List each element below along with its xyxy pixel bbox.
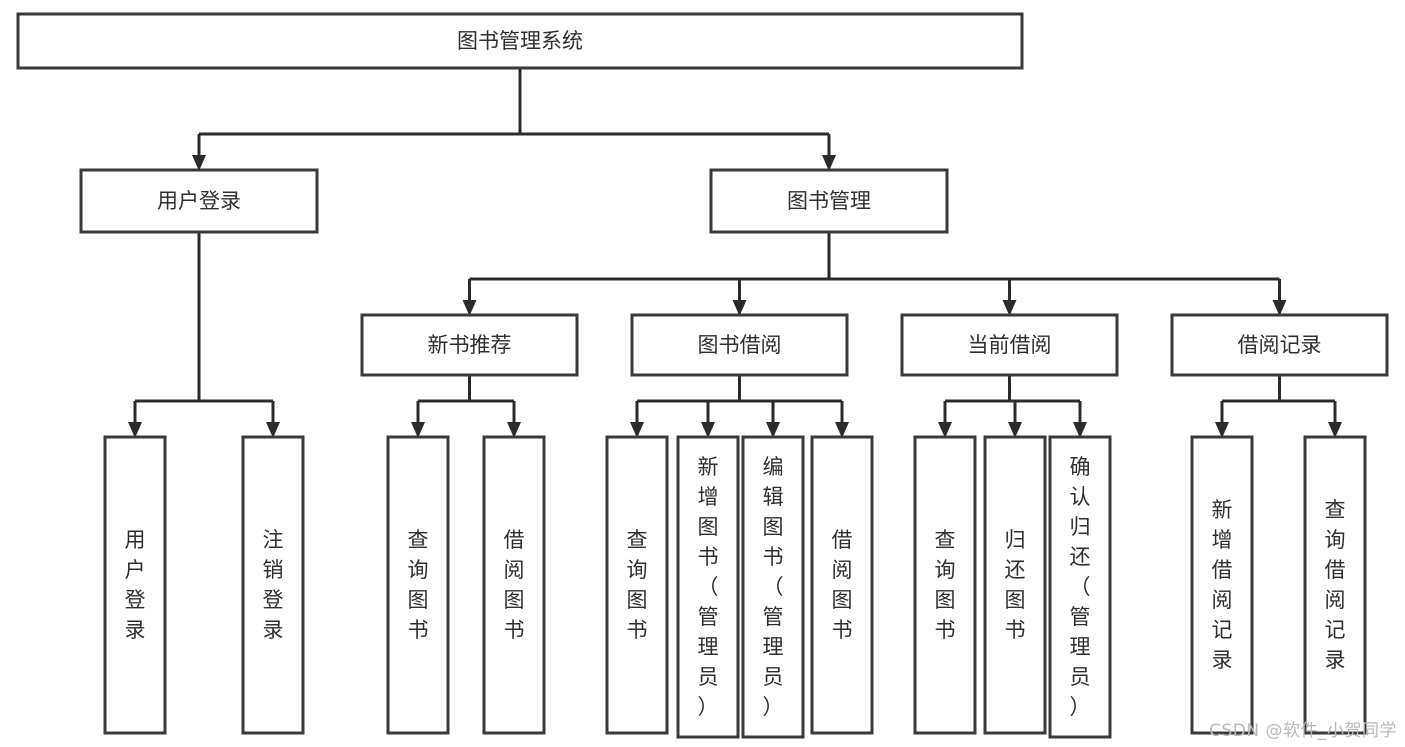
node-box [1170, 313, 1389, 377]
node-label: 借阅图书 [832, 528, 853, 642]
node-box [79, 168, 319, 234]
node-borrow[interactable]: 图书借阅 [630, 313, 849, 377]
connector-group [630, 375, 849, 438]
node-box [630, 313, 849, 377]
node-layer: 图书管理系统用户登录图书管理新书推荐图书借阅当前借阅借阅记录用户登录注销登录查询… [16, 12, 1389, 739]
node-label: 借阅记录 [1238, 333, 1322, 357]
node-box [1048, 435, 1112, 739]
node-label: 当前借阅 [968, 333, 1052, 357]
node-label: 用户登录 [157, 189, 241, 213]
node-leaf9[interactable]: 查询图书 [913, 435, 977, 735]
node-box [741, 435, 805, 739]
node-leaf11[interactable]: 确认归还（管理员） [1048, 435, 1112, 739]
node-record[interactable]: 借阅记录 [1170, 313, 1389, 377]
node-leaf4[interactable]: 借阅图书 [482, 435, 546, 735]
node-label: 借阅图书 [504, 528, 525, 642]
node-label: 新增借阅记录 [1212, 498, 1233, 672]
connector-group [192, 68, 836, 171]
connector-group [1215, 375, 1342, 438]
connector-group [128, 232, 280, 438]
node-label: 用户登录 [125, 528, 146, 642]
node-leaf1[interactable]: 用户登录 [103, 435, 167, 735]
node-box [103, 435, 167, 735]
node-label: 新增图书（管理员） [698, 455, 719, 719]
node-leaf10[interactable]: 归还图书 [983, 435, 1047, 735]
node-login[interactable]: 用户登录 [79, 168, 319, 234]
node-leaf5[interactable]: 查询图书 [605, 435, 669, 735]
node-box [676, 435, 740, 739]
connector-group [462, 232, 1287, 316]
node-label: 图书借阅 [698, 333, 782, 357]
node-label: 查询图书 [627, 528, 648, 642]
node-label: 图书管理 [787, 189, 871, 213]
node-label: 编辑图书（管理员） [763, 455, 784, 719]
node-box [360, 313, 579, 377]
node-newbook[interactable]: 新书推荐 [360, 313, 579, 377]
node-box [810, 435, 874, 735]
node-label: 注销登录 [263, 528, 284, 642]
node-root[interactable]: 图书管理系统 [16, 12, 1024, 70]
node-box [482, 435, 546, 735]
node-box [900, 313, 1119, 377]
node-box [709, 168, 949, 234]
node-leaf6[interactable]: 新增图书（管理员） [676, 435, 740, 739]
node-box [241, 435, 305, 735]
node-box [913, 435, 977, 735]
node-current[interactable]: 当前借阅 [900, 313, 1119, 377]
node-box [605, 435, 669, 735]
node-leaf2[interactable]: 注销登录 [241, 435, 305, 735]
node-leaf7[interactable]: 编辑图书（管理员） [741, 435, 805, 739]
node-leaf13[interactable]: 查询借阅记录 [1303, 435, 1367, 735]
node-bookmgmt[interactable]: 图书管理 [709, 168, 949, 234]
node-label: 查询图书 [935, 528, 956, 642]
node-leaf8[interactable]: 借阅图书 [810, 435, 874, 735]
node-box [1303, 435, 1367, 735]
node-label: 查询图书 [408, 528, 429, 642]
connector-layer [128, 68, 1342, 438]
connector-group [938, 375, 1087, 438]
node-label: 归还图书 [1005, 528, 1026, 642]
node-label: 图书管理系统 [457, 29, 583, 53]
node-leaf12[interactable]: 新增借阅记录 [1190, 435, 1254, 735]
node-box [386, 435, 450, 735]
node-label: 查询借阅记录 [1325, 498, 1346, 672]
node-box [16, 12, 1024, 70]
node-label: 新书推荐 [428, 333, 512, 357]
node-box [1190, 435, 1254, 735]
node-leaf3[interactable]: 查询图书 [386, 435, 450, 735]
node-label: 确认归还（管理员） [1070, 455, 1091, 719]
connector-group [411, 375, 521, 438]
node-box [983, 435, 1047, 735]
watermark-text: CSDN @软件_小贺同学 [1209, 721, 1397, 741]
